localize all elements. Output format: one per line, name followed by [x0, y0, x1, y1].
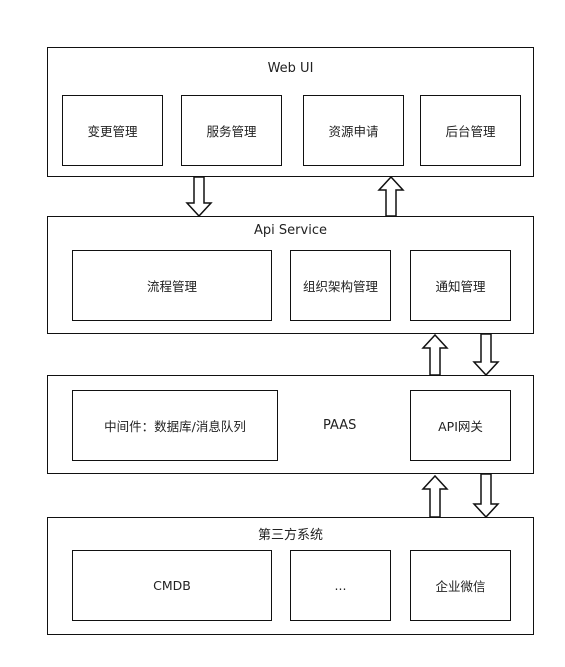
- module-process-management: 流程管理: [72, 250, 272, 321]
- module-service-management: 服务管理: [181, 95, 282, 166]
- layer-title-paas: PAAS: [323, 418, 357, 433]
- module-api-gateway: API网关: [410, 390, 511, 461]
- layer-title-api-service: Api Service: [254, 223, 327, 238]
- layer-title-third-party: 第三方系统: [257, 528, 323, 543]
- module-middleware: 中间件：数据库/消息队列: [72, 390, 278, 461]
- module-notification-management: 通知管理: [410, 250, 511, 321]
- arrow-up-paas-to-api: [421, 333, 449, 376]
- module-cmdb: CMDB: [72, 550, 272, 621]
- layer-third-party: 第三方系统 CMDB ... 企业微信: [47, 517, 534, 635]
- arrow-down-webui-to-api: [185, 176, 213, 218]
- layer-web-ui: Web UI 变更管理 服务管理 资源申请 后台管理: [47, 47, 534, 177]
- module-org-structure-management: 组织架构管理: [290, 250, 391, 321]
- module-backend-management: 后台管理: [420, 95, 521, 166]
- arrow-down-paas-to-third: [472, 473, 500, 519]
- layer-api-service: Api Service 流程管理 组织架构管理 通知管理: [47, 216, 534, 334]
- arrow-down-api-to-paas: [472, 333, 500, 377]
- module-resource-request: 资源申请: [303, 95, 404, 166]
- module-change-management: 变更管理: [62, 95, 163, 166]
- arrow-up-api-to-webui: [377, 175, 405, 217]
- module-ellipsis: ...: [290, 550, 391, 621]
- layer-paas: 中间件：数据库/消息队列 PAAS API网关: [47, 375, 534, 474]
- arrow-up-third-to-paas: [421, 474, 449, 518]
- module-wecom: 企业微信: [410, 550, 511, 621]
- layer-title-web-ui: Web UI: [267, 61, 314, 76]
